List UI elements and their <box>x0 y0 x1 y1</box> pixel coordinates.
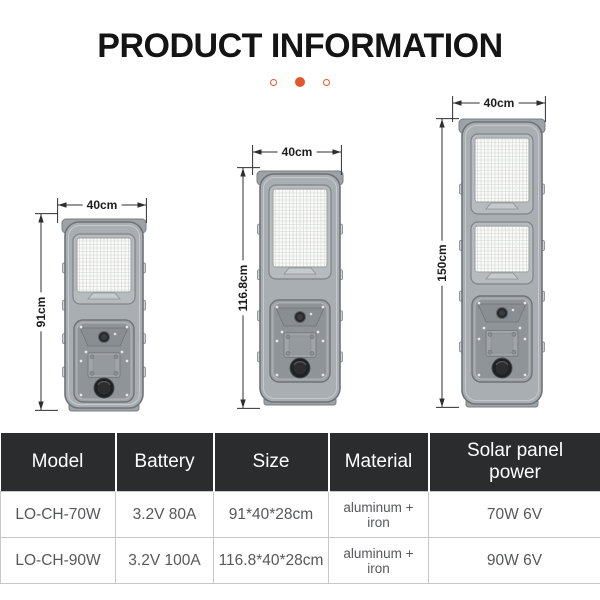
page-title: PRODUCT INFORMATION <box>97 27 503 65</box>
motion-sensor <box>98 331 117 343</box>
table-row: LO-CH-90W 3.2V 100A 116.8*40*28cm alumin… <box>0 537 600 584</box>
table-cell: 90W 6V <box>428 537 600 584</box>
table-header-row: Model Battery Size Material Solar panel … <box>0 433 600 492</box>
pole-mount-socket <box>289 357 311 379</box>
column-header-solar-panel-power: Solar panel power <box>428 433 600 492</box>
solar-led-panel <box>470 133 534 215</box>
street-light-image-150cm <box>456 114 548 410</box>
pole-mount-socket <box>93 377 115 399</box>
spec-table: Model Battery Size Material Solar panel … <box>0 433 600 584</box>
table-cell: LO-CH-90W <box>0 537 116 584</box>
motion-sensor <box>294 311 313 323</box>
solar-led-panel <box>268 184 332 280</box>
carousel-dot <box>270 78 277 86</box>
pole-mount-socket <box>491 357 513 379</box>
column-header-material: Material <box>328 433 430 492</box>
carousel-dot-active <box>295 77 305 87</box>
table-cell: 3.2V 80A <box>115 491 214 538</box>
column-header-battery: Battery <box>115 433 215 492</box>
table-cell: aluminum + iron <box>328 491 429 538</box>
solar-led-panel <box>72 233 136 305</box>
width-dimension-label: 40cm <box>479 96 519 110</box>
solar-led-panel <box>470 221 534 285</box>
height-dimension-label: 116.8cm <box>236 260 250 316</box>
table-cell: aluminum + iron <box>328 537 429 584</box>
street-light-image-116cm <box>254 168 346 408</box>
carousel-dots <box>0 76 600 88</box>
table-row: LO-CH-70W 3.2V 80A 91*40*28cm aluminum +… <box>0 491 600 538</box>
table-cell: 3.2V 100A <box>115 537 214 584</box>
width-dimension-label: 40cm <box>82 198 122 212</box>
height-dimension-label: 150cm <box>435 240 449 286</box>
carousel-dot <box>323 78 330 86</box>
table-cell: LO-CH-70W <box>0 491 116 538</box>
width-dimension-label: 40cm <box>277 145 317 159</box>
column-header-model: Model <box>0 433 117 492</box>
column-header-size: Size <box>213 433 330 492</box>
street-light-image-91cm <box>58 216 150 414</box>
table-cell: 70W 6V <box>428 491 600 538</box>
table-cell: 91*40*28cm <box>213 491 329 538</box>
table-cell: 116.8*40*28cm <box>213 537 329 584</box>
height-dimension-label: 91cm <box>34 292 48 332</box>
motion-sensor <box>496 307 515 319</box>
